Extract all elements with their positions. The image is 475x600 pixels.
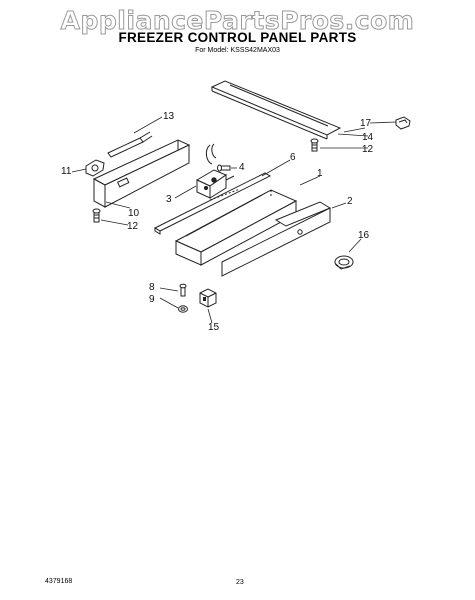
part-10-bracket: [92, 139, 191, 208]
diagram-title: FREEZER CONTROL PANEL PARTS: [118, 30, 357, 45]
callout-13: 13: [163, 111, 175, 122]
callout-3: 3: [166, 194, 172, 205]
callout-16: 16: [358, 230, 370, 241]
part-12-screw-right: [310, 138, 319, 152]
callout-4: 4: [239, 162, 245, 173]
document-number: 4379168: [45, 578, 73, 585]
callout-6: 6: [290, 152, 296, 163]
part-15-socket: [199, 288, 217, 308]
callout-12-left: 12: [127, 221, 139, 232]
part-2-front-overlay: [221, 201, 332, 277]
callout-12-right: 12: [362, 144, 374, 155]
part-17-clip: [395, 116, 411, 130]
leader-lines: [71, 116, 397, 324]
callout-17: 17: [360, 118, 372, 129]
callout-15: 15: [208, 322, 220, 333]
part-3-thermostat-control: [195, 143, 235, 199]
part-8-screw: [179, 283, 187, 297]
callout-14: 14: [362, 132, 374, 143]
part-12-screw-left: [92, 208, 101, 223]
callout-2: 2: [347, 196, 353, 207]
part-14-trim-bar: [210, 80, 342, 140]
part-1-control-housing: [174, 188, 298, 266]
callout-11: 11: [61, 166, 72, 177]
callout-10: 10: [128, 208, 140, 219]
callout-9: 9: [149, 294, 155, 305]
part-6-strip: [153, 172, 272, 235]
part-4-screw: [217, 164, 231, 172]
part-16-knob: [334, 255, 354, 270]
callout-1: 1: [317, 168, 323, 179]
watermark: AppliancePartsPros.com: [60, 6, 415, 36]
model-line: For Model: KSSS42MAX03: [195, 47, 280, 54]
part-13-sensor-tube: [107, 131, 153, 158]
callout-8: 8: [149, 282, 155, 293]
part-9-bulb: [178, 305, 188, 313]
page-number: 23: [236, 579, 244, 586]
part-11-bulb-holder: [85, 159, 105, 177]
